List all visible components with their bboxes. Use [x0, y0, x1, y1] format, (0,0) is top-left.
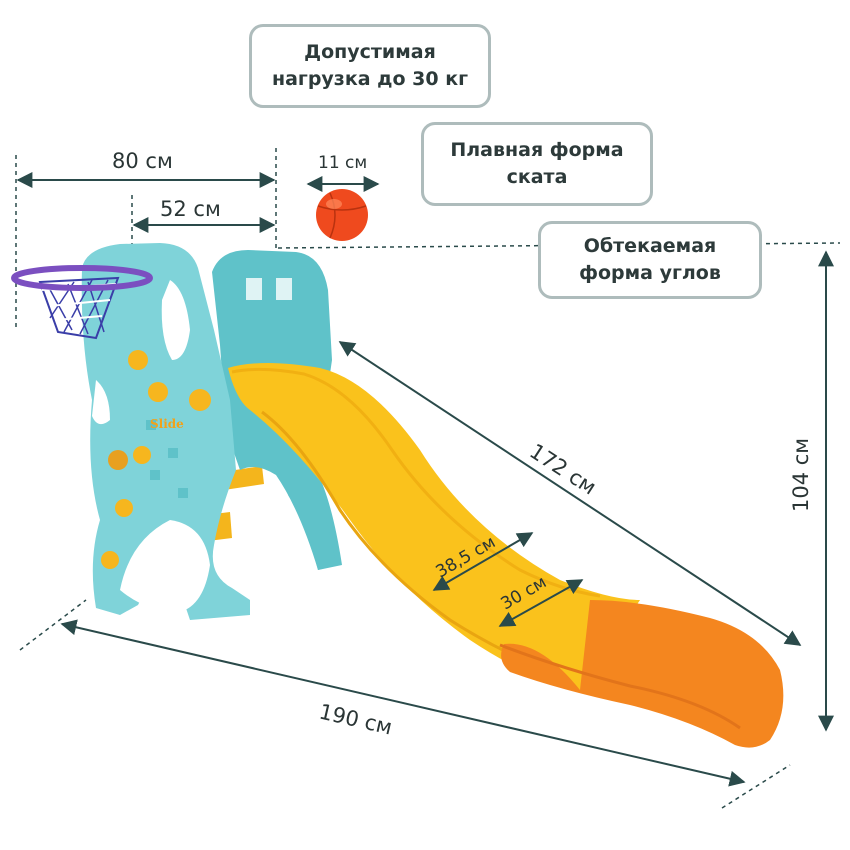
callout-smooth-slope: Плавная форма ската	[421, 122, 653, 206]
ball	[316, 189, 368, 241]
dimension-lines	[16, 172, 834, 787]
slide-chute	[228, 363, 784, 748]
callout-slope-line1: Плавная форма	[450, 139, 624, 161]
label-104: 104 см	[789, 438, 813, 512]
length-172-arrow	[338, 341, 802, 646]
slide-30-arrow	[498, 579, 584, 627]
label-11: 11 см	[318, 153, 367, 173]
label-80: 80 см	[112, 149, 173, 173]
callout-rounded-corners: Обтекаемая форма углов	[538, 221, 762, 299]
callout-load-line1: Допустимая	[304, 41, 436, 63]
label-190: 190 см	[317, 699, 395, 739]
callout-corners-line2: форма углов	[579, 262, 721, 284]
slide-logo: Slide	[150, 417, 184, 431]
label-52: 52 см	[160, 197, 221, 221]
slide-385-arrow	[432, 532, 534, 591]
callout-corners-line1: Обтекаемая	[583, 235, 717, 257]
callout-slope-line2: ската	[506, 166, 568, 188]
callout-load-line2: нагрузка до 30 кг	[271, 68, 469, 90]
length-190-arrow	[60, 619, 746, 787]
label-172: 172 см	[525, 439, 600, 500]
callout-load-capacity: Допустимая нагрузка до 30 кг	[249, 24, 491, 108]
basketball-hoop	[11, 265, 153, 340]
